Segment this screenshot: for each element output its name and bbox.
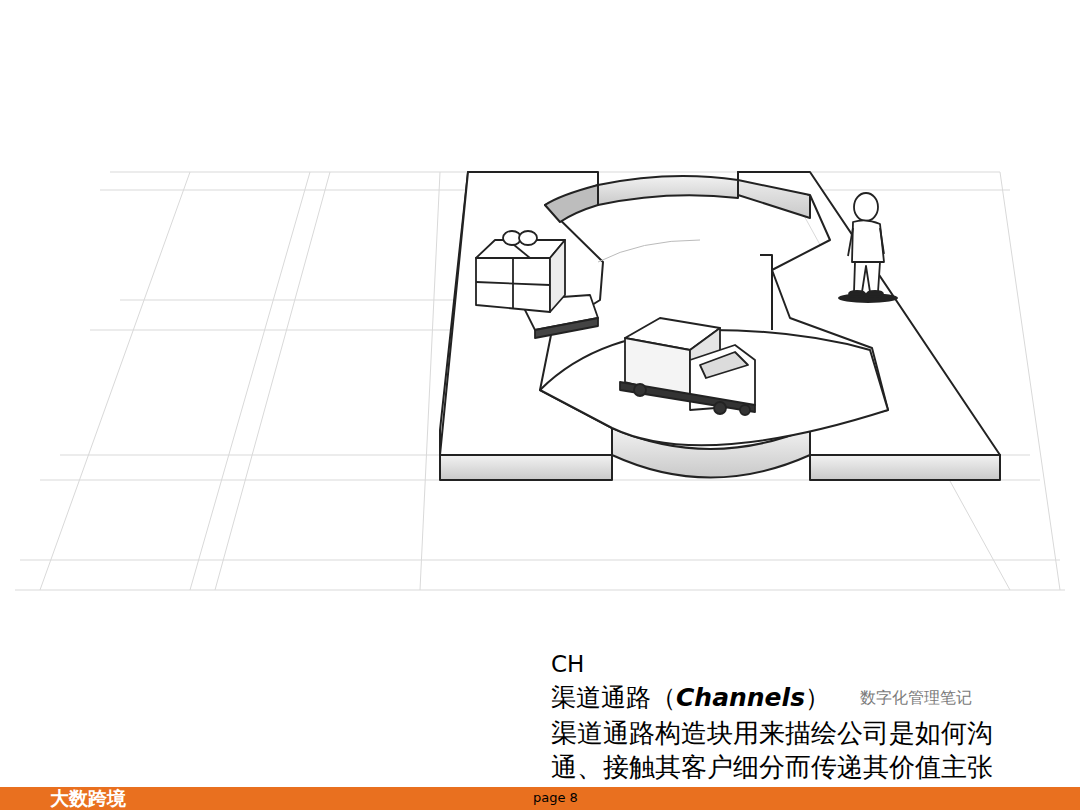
customer-figure: [838, 193, 898, 303]
section-title: 渠道通路（Channels）: [551, 682, 830, 713]
canvas-block-left: [440, 172, 612, 480]
section-body: 渠道通路构造块用来描绘公司是如何沟通、接触其客户细分而传递其价值主张: [551, 716, 1017, 784]
truck: [620, 318, 755, 415]
grid-lines: [15, 172, 1065, 590]
watermark-text: 数字化管理笔记: [860, 688, 972, 708]
logo-text: 大数跨境: [50, 786, 126, 810]
section-code: CH: [551, 650, 584, 679]
page-number: page 8: [533, 790, 578, 806]
gift-box: [476, 231, 598, 338]
